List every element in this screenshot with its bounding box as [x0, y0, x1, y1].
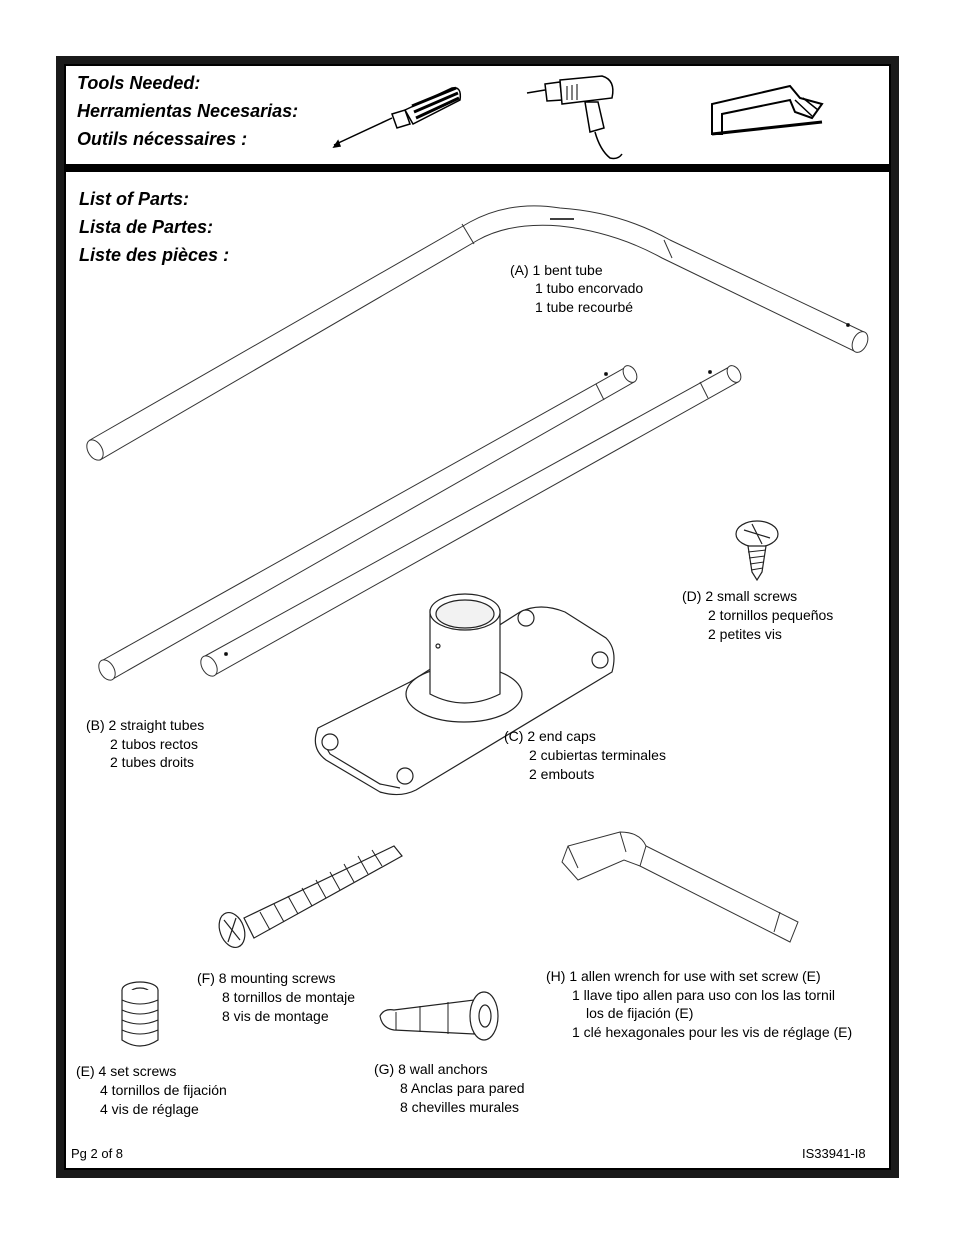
- wall-anchor-G: [379, 991, 499, 1041]
- part-C-line1: (C) 2 end caps: [504, 728, 596, 744]
- part-F-line1: (F) 8 mounting screws: [197, 970, 336, 986]
- tools-section-divider: [66, 164, 889, 172]
- allen-wrench-H: [561, 831, 799, 943]
- part-E-line3: 4 vis de réglage: [100, 1101, 199, 1117]
- straight-tube-1: [98, 365, 638, 681]
- part-B-line1: (B) 2 straight tubes: [86, 717, 205, 733]
- part-H-line1: (H) 1 allen wrench for use with set scre…: [546, 968, 821, 984]
- mounting-screw-F: [218, 845, 403, 949]
- part-G-line3: 8 chevilles murales: [400, 1099, 520, 1115]
- part-B-line3: 2 tubes droits: [110, 754, 195, 770]
- end-cap-C: [314, 593, 615, 796]
- document-code: IS33941-I8: [802, 1146, 866, 1161]
- set-screw-E: [121, 981, 159, 1047]
- page-number: Pg 2 of 8: [71, 1146, 124, 1161]
- part-A-line2: 1 tubo encorvado: [535, 280, 644, 296]
- part-H-line4: 1 clé hexagonales pour les vis de réglag…: [572, 1024, 853, 1040]
- small-screw-D: [735, 520, 779, 582]
- tools-heading-fr: Outils nécessaires :: [77, 129, 248, 149]
- part-D-line3: 2 petites vis: [708, 626, 782, 642]
- straight-tube-2: [200, 365, 742, 677]
- part-G-line1: (G) 8 wall anchors: [374, 1061, 488, 1077]
- part-E-line1: (E) 4 set screws: [76, 1063, 177, 1079]
- part-G-line2: 8 Anclas para pared: [400, 1080, 525, 1096]
- hacksaw-icon: [711, 84, 824, 136]
- part-C-line3: 2 embouts: [529, 766, 595, 782]
- part-C-line2: 2 cubiertas terminales: [529, 747, 666, 763]
- part-A-line1: (A) 1 bent tube: [510, 262, 603, 278]
- bent-tube-A: [86, 205, 869, 461]
- parts-heading-fr: Liste des pièces :: [79, 245, 230, 265]
- part-H-line3: los de fijación (E): [586, 1005, 694, 1021]
- screwdriver-icon: [332, 86, 462, 149]
- parts-heading-en: List of Parts:: [79, 189, 190, 209]
- tools-heading-es: Herramientas Necesarias:: [77, 101, 299, 121]
- part-B-line2: 2 tubos rectos: [110, 736, 198, 752]
- part-F-line2: 8 tornillos de montaje: [222, 989, 356, 1005]
- part-E-line2: 4 tornillos de fijación: [100, 1082, 227, 1098]
- part-A-line3: 1 tube recourbé: [535, 299, 634, 315]
- tools-heading-en: Tools Needed:: [77, 73, 201, 93]
- part-D-line1: (D) 2 small screws: [682, 588, 798, 604]
- part-H-line2: 1 llave tipo allen para uso con los las …: [572, 987, 836, 1003]
- parts-heading-es: Lista de Partes:: [79, 217, 214, 237]
- drill-icon: [526, 75, 623, 160]
- part-F-line3: 8 vis de montage: [222, 1008, 329, 1024]
- page-inner-border: [64, 64, 891, 1170]
- part-D-line2: 2 tornillos pequeños: [708, 607, 834, 623]
